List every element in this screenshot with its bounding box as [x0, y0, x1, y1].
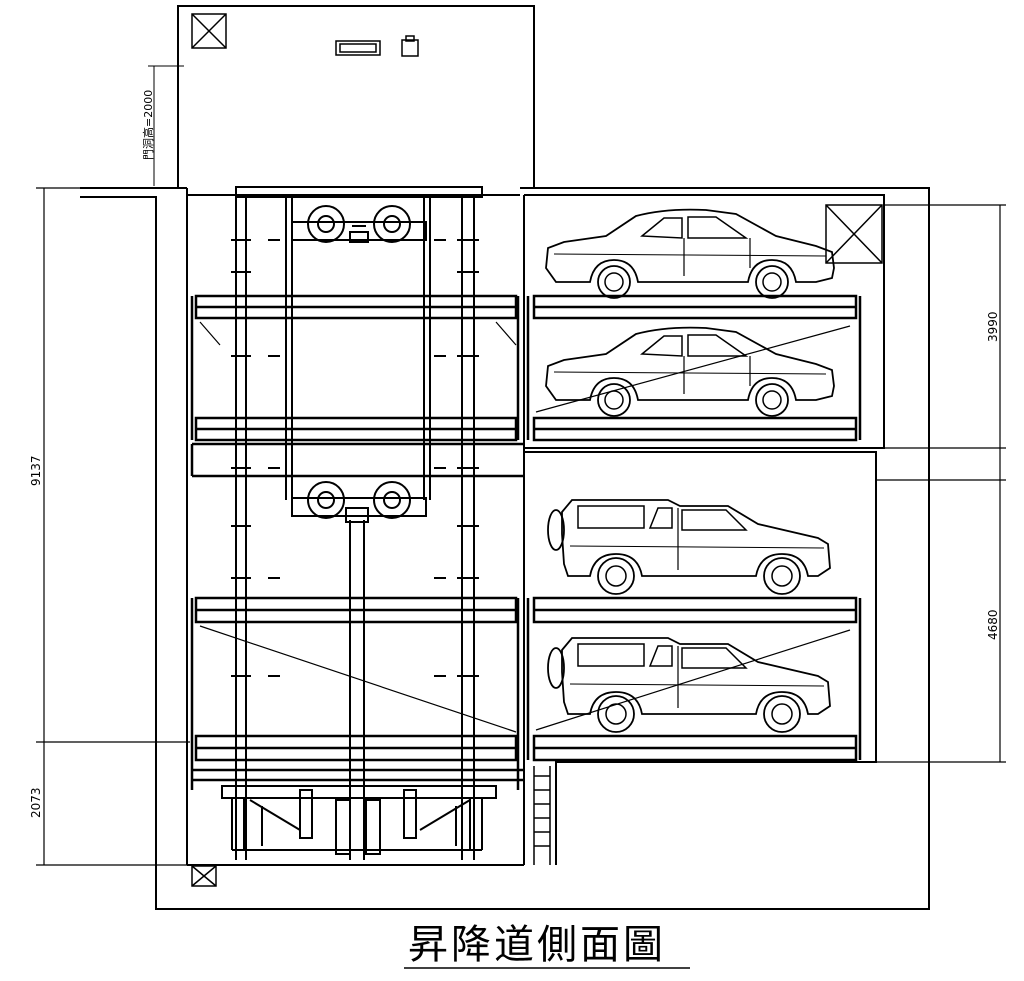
column-ticks [231, 239, 479, 677]
vehicle-sedan-upper-1 [545, 208, 835, 299]
pit-machinery [221, 785, 497, 855]
upper-parking-rack [526, 294, 862, 442]
vehicle-suv-lower-2 [547, 637, 831, 733]
corner-posts [191, 204, 883, 887]
lower-sheaves [291, 481, 427, 523]
vehicle-sedan-upper-2 [545, 326, 835, 417]
dim-right-lower: 4680 [986, 609, 1000, 640]
machine-room-fixtures [191, 13, 419, 57]
pit-ladder [533, 766, 551, 865]
shaft-diagonal-braces [199, 321, 517, 733]
door-height-annotation: 門洞高=2000 [141, 65, 184, 186]
dim-left-pit: 2073 [29, 787, 43, 818]
motor-box [401, 39, 419, 57]
vehicle-suv-lower-1 [547, 499, 831, 595]
shaft-upper-platform [190, 294, 524, 478]
drawing-title: 昇降道側面圖 [408, 922, 666, 968]
control-panel [335, 40, 381, 56]
door-height-label: 門洞高=2000 [141, 90, 155, 160]
drawing-title-block: 昇降道側面圖 [404, 922, 690, 969]
upper-sheaves [291, 205, 427, 243]
lower-parking-rack [526, 596, 862, 762]
dim-left-total: 9137 [29, 455, 43, 486]
corner-post-top [191, 13, 227, 49]
shaft-lower-platform [190, 596, 524, 790]
dim-right-upper: 3990 [986, 311, 1000, 342]
dimension-lines [36, 187, 1006, 866]
building-outline [80, 5, 930, 910]
